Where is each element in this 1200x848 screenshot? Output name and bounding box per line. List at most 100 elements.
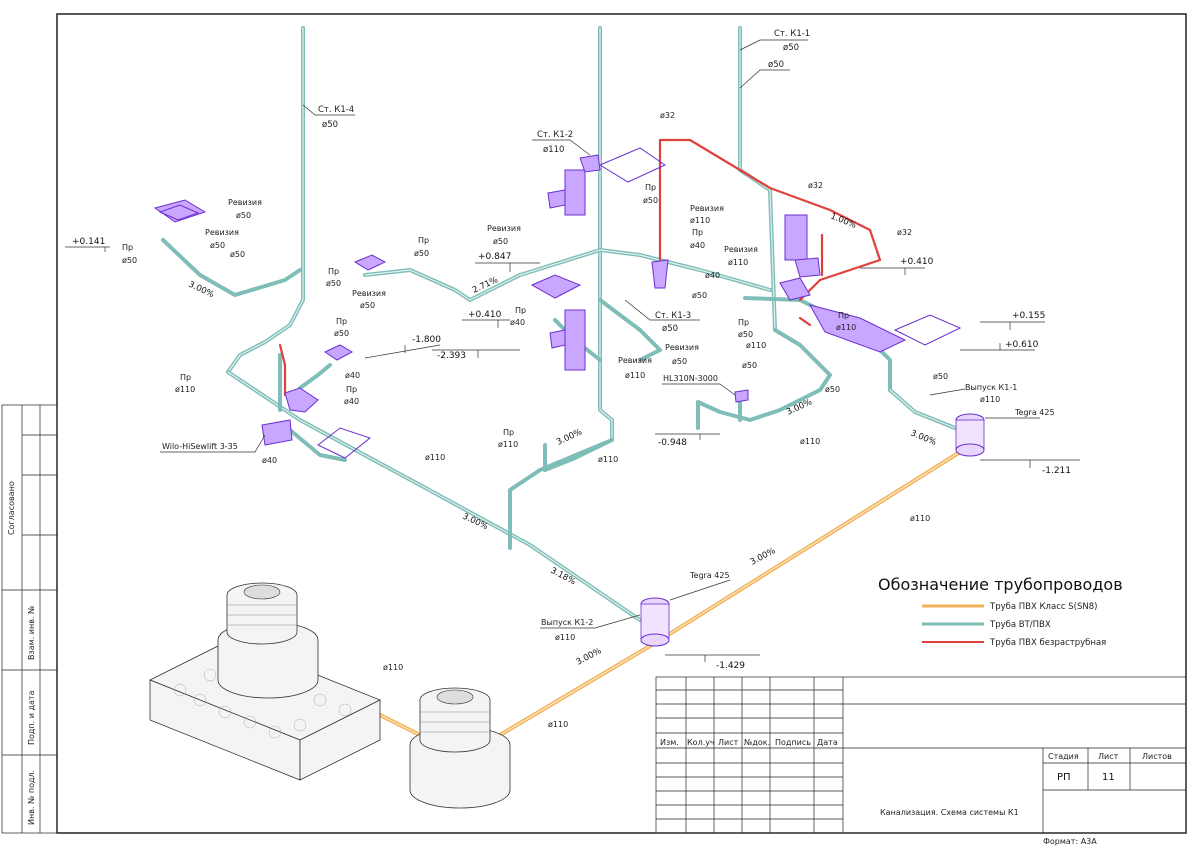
dia-label-6: ø50: [360, 301, 375, 310]
dia-label-13: ø40: [510, 318, 525, 327]
riser-k1-2-name: Ст. К1-2: [537, 130, 573, 140]
legend-title: Обозначение трубопроводов: [878, 575, 1123, 594]
orange-pipes: [288, 450, 962, 752]
revision-label-7: Ревизия: [618, 356, 652, 365]
dia-label-27: ø50: [933, 372, 948, 381]
brick-well-2: [409, 687, 511, 809]
wc-frame-icon: [564, 169, 586, 216]
riser-k1-2-dia: ø110: [543, 145, 564, 155]
drain-icon: [734, 389, 749, 403]
dia-label-9: ø50: [334, 329, 349, 338]
level-2: +0.847: [478, 252, 511, 262]
dia-label-32: ø110: [598, 455, 618, 464]
dia-label-37: ø110: [910, 514, 930, 523]
col-sign: Подпись: [775, 738, 811, 747]
legend: Обозначение трубопроводов Труба ПВХ Клас…: [878, 575, 1123, 648]
dia-label-36: ø110: [980, 395, 1000, 404]
tegra-label-2: Tegra 425: [689, 571, 730, 580]
col-date: Дата: [817, 738, 838, 747]
brick-well-1: [217, 582, 319, 699]
pr-label-2: Пр: [328, 267, 339, 276]
pr-label-6: Пр: [180, 373, 191, 382]
dia-label-10: ø40: [345, 371, 360, 380]
dia-label-5: ø50: [326, 279, 341, 288]
revision-label-2: Ревизия: [205, 228, 239, 237]
dia-label-4: ø50: [122, 256, 137, 265]
pr-label-10: Пр: [738, 318, 749, 327]
level-3: +0.410: [468, 310, 502, 320]
side-label-agreed: Согласовано: [7, 481, 16, 535]
washbasin-icon-4: [779, 277, 811, 301]
dia-label-8: ø50: [493, 237, 508, 246]
riser-k1-4-name: Ст. К1-4: [318, 105, 354, 115]
bathtub-icon: [808, 304, 907, 353]
tegra-well-2: [640, 597, 670, 647]
dia-label-24: ø110: [746, 341, 766, 350]
tegra-well-1: [955, 413, 985, 457]
dia-label-21: ø32: [897, 228, 912, 237]
manhole-cover-icon-2: [436, 689, 474, 705]
pr-label-1: Пр: [122, 243, 133, 252]
dia-label-35: ø110: [800, 437, 820, 446]
revision-label-3: Ревизия: [352, 289, 386, 298]
sheet-header: Лист: [1098, 752, 1119, 761]
dia-label-1: ø50: [236, 211, 251, 220]
wc-frame-icon-2: [564, 309, 586, 371]
teal-pipes: [161, 26, 957, 622]
toilet-icon-2: [794, 257, 821, 278]
dia-label-28: ø50: [825, 385, 840, 394]
level-8: +0.610: [1005, 340, 1039, 350]
side-label-replace: Взам. инв. №: [27, 605, 36, 660]
col-izm: Изм.: [660, 738, 679, 747]
toilet-icon: [284, 387, 319, 413]
side-label-inventory: Инв. № подл.: [27, 770, 36, 825]
riser-k1-1-name: Ст. К1-1: [774, 29, 810, 39]
dia-label-11: ø40: [344, 397, 359, 406]
pr-label-7: Пр: [515, 306, 526, 315]
manhole-cover-icon: [243, 584, 281, 600]
level-1: +0.141: [72, 237, 105, 247]
level-7: +0.155: [1012, 311, 1045, 321]
dia-label-3: ø50: [230, 250, 245, 259]
washbasin-icon: [353, 254, 387, 271]
pr-label-3: Пр: [418, 236, 429, 245]
dia-label-16: ø32: [660, 111, 675, 120]
revision-label-1: Ревизия: [228, 198, 262, 207]
pr-label-5: Пр: [346, 385, 357, 394]
drawing-title: Канализация. Схема системы К1: [880, 808, 1019, 817]
dia-label-38: ø110: [555, 633, 575, 642]
riser-k1-1-dia2: ø50: [768, 60, 784, 70]
revision-label-6: Ревизия: [724, 245, 758, 254]
side-label-sign-date: Подп. и дата: [27, 690, 36, 745]
outlet-1-label: Выпуск К1-1: [965, 383, 1017, 392]
slope-9: 3.00%: [749, 546, 778, 568]
annotations: Ст. К1-4 ø50 Ст. К1-2 ø110 Ст. К1-1 ø50 …: [65, 29, 1080, 729]
dia-label-18: ø40: [705, 271, 720, 280]
pr-label-8: Пр: [645, 183, 656, 192]
red-pipes: [278, 138, 882, 397]
level-10: -1.211: [1042, 466, 1071, 476]
col-doc: №док.: [744, 738, 770, 747]
wilo-label: Wilo-HiSewlift 3-35: [162, 442, 238, 451]
slope-10: 3.00%: [575, 646, 604, 668]
dia-label-25: ø50: [742, 361, 757, 370]
wc-frame-icon-3: [784, 214, 808, 261]
revision-label-8: Ревизия: [665, 343, 699, 352]
dia-label-40: ø110: [548, 720, 568, 729]
shower-tray-icon-2: [598, 147, 667, 183]
riser-k1-3-name: Ст. К1-3: [655, 311, 691, 321]
shower-tray-icon-3: [893, 314, 962, 346]
washbasin-icon-2: [323, 344, 354, 361]
dia-label-17: ø40: [690, 241, 705, 250]
legend-label-teal: Труба ВТ/ПВХ: [989, 620, 1051, 630]
siphon-icon: [651, 259, 669, 289]
pump-icon: [261, 419, 293, 446]
dia-label-34: ø40: [262, 456, 277, 465]
dia-label-29: ø110: [625, 371, 645, 380]
stage-value: РП: [1057, 772, 1071, 783]
dia-label-39: ø110: [383, 663, 403, 672]
title-block: Изм. Кол.уч Лист №док. Подпись Дата Стад…: [655, 676, 1187, 846]
dia-label-22: ø50: [692, 291, 707, 300]
col-list: Лист: [718, 738, 739, 747]
